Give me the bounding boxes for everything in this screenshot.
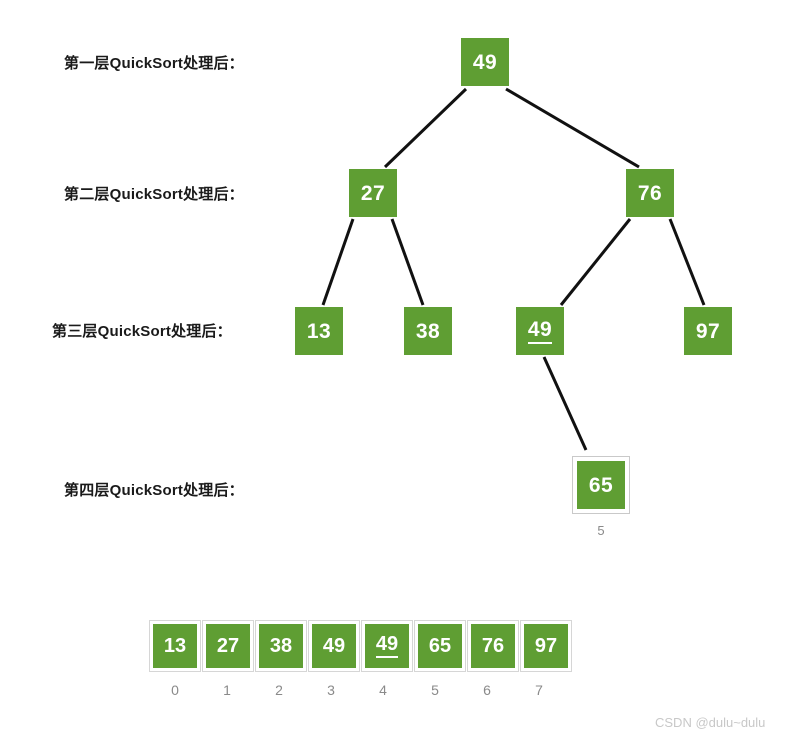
array-cell-fill: 49 — [312, 624, 356, 668]
array-cell-fill: 13 — [153, 624, 197, 668]
array-cell-index: 0 — [171, 682, 179, 698]
tree-node-n27[interactable]: 27 — [349, 169, 397, 217]
array-cell[interactable]: 38 — [255, 620, 307, 672]
tree-node-n38[interactable]: 38 — [404, 307, 452, 355]
array-cell-index: 7 — [535, 682, 543, 698]
array-cell-fill: 27 — [206, 624, 250, 668]
tree-node-frame-n65[interactable]: 65 — [572, 456, 630, 514]
tree-node-n97[interactable]: 97 — [684, 307, 732, 355]
array-cell[interactable]: 65 — [414, 620, 466, 672]
array-cell-value: 97 — [534, 635, 558, 657]
tree-node-value: 97 — [695, 319, 721, 343]
array-cell-fill: 76 — [471, 624, 515, 668]
array-cell[interactable]: 13 — [149, 620, 201, 672]
array-cell-fill: 38 — [259, 624, 303, 668]
tree-node-value: 49 — [527, 319, 553, 344]
tree-edge-n27-to-n38 — [390, 218, 425, 306]
array-cell-index: 4 — [379, 682, 387, 698]
tree-edge-n27-to-n13 — [321, 218, 355, 306]
array-cell-value: 27 — [216, 635, 240, 657]
tree-node-n49dup[interactable]: 49 — [516, 307, 564, 355]
array-cell[interactable]: 49 — [361, 620, 413, 672]
stage-label-2: 第二层QuickSort处理后： — [64, 186, 244, 203]
tree-node-index-n65: 5 — [597, 523, 605, 538]
tree-node-value: 13 — [306, 319, 332, 343]
tree-node-n13[interactable]: 13 — [295, 307, 343, 355]
tree-node-value: 76 — [637, 181, 663, 205]
array-cell[interactable]: 49 — [308, 620, 360, 672]
stage-label-3: 第三层QuickSort处理后： — [52, 323, 232, 340]
array-cell-value: 49 — [322, 635, 346, 657]
array-cell-value: 65 — [428, 635, 452, 657]
array-cell-value: 38 — [269, 635, 293, 657]
tree-edge-n49dup-to-n65 — [542, 356, 588, 451]
array-cell-index: 1 — [223, 682, 231, 698]
array-cell[interactable]: 27 — [202, 620, 254, 672]
array-cell-index: 5 — [431, 682, 439, 698]
array-cell[interactable]: 76 — [467, 620, 519, 672]
sorted-array-row: 13 27 38 49 49 65 76 97 — [149, 620, 573, 672]
tree-node-value: 38 — [415, 319, 441, 343]
array-cell-value: 49 — [375, 634, 399, 658]
sorted-array-indices: 0 1 2 3 4 5 6 7 — [149, 683, 565, 697]
tree-edge-n76-to-n49dup — [559, 218, 632, 306]
array-cell-fill: 65 — [418, 624, 462, 668]
array-cell-index: 3 — [327, 682, 335, 698]
tree-node-value: 27 — [360, 181, 386, 205]
tree-node-n49root[interactable]: 49 — [461, 38, 509, 86]
array-cell[interactable]: 97 — [520, 620, 572, 672]
watermark: CSDN @dulu~dulu — [655, 715, 766, 730]
tree-node-n76[interactable]: 76 — [626, 169, 674, 217]
stage-label-1: 第一层QuickSort处理后： — [64, 55, 244, 72]
tree-edge-n49root-to-n27 — [383, 87, 468, 169]
array-cell-fill: 97 — [524, 624, 568, 668]
array-cell-fill: 49 — [365, 624, 409, 668]
tree-edge-n76-to-n97 — [668, 218, 706, 306]
array-cell-value: 76 — [481, 635, 505, 657]
tree-edge-n49root-to-n76 — [505, 87, 640, 169]
array-cell-index: 2 — [275, 682, 283, 698]
tree-node-value: 65 — [588, 473, 614, 497]
stage-label-4: 第四层QuickSort处理后： — [64, 482, 244, 499]
array-cell-index: 6 — [483, 682, 491, 698]
tree-node-n65[interactable]: 65 — [577, 461, 625, 509]
tree-node-value: 49 — [472, 50, 498, 74]
array-cell-value: 13 — [163, 635, 187, 657]
